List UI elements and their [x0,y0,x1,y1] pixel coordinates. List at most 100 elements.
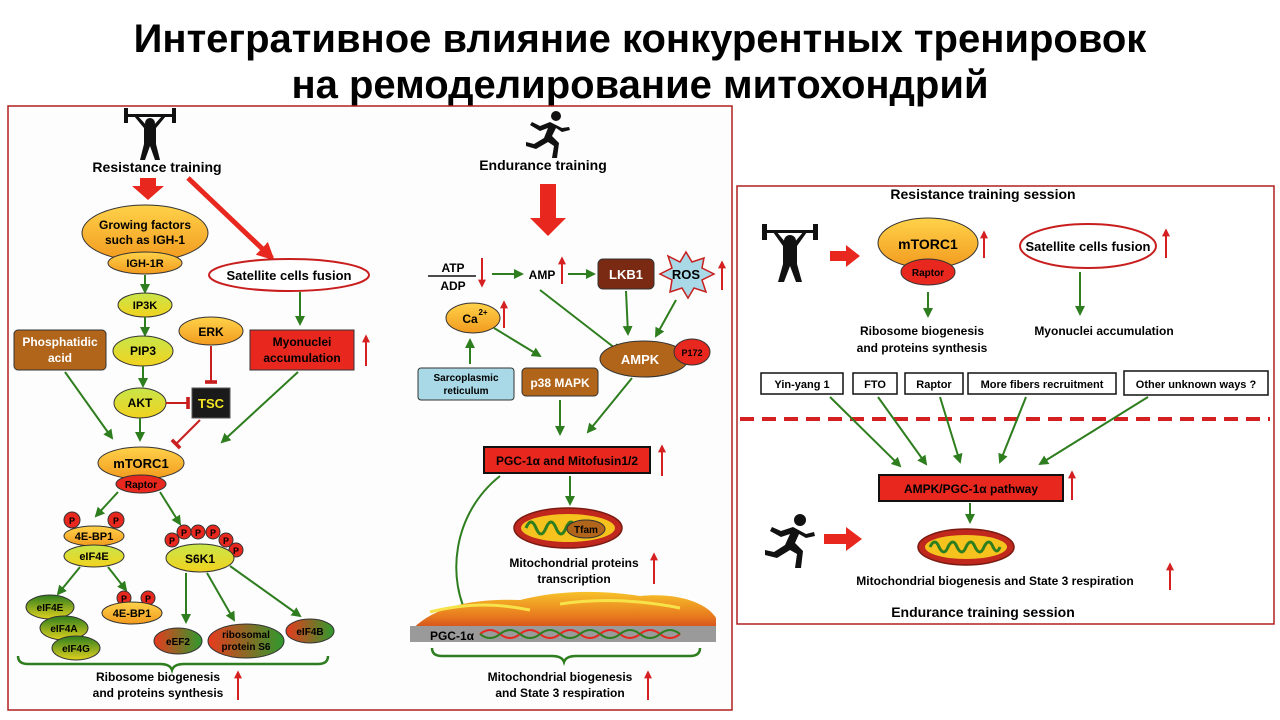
phospho-dot [218,532,234,548]
tsc-label: TSC [198,396,225,411]
arrow-lkb1-ampk [622,290,633,336]
lkb1-label: LKB1 [609,267,643,282]
arrow-amp-ampk [539,289,622,354]
ribosome-outcome-line2: and proteins synthesis [93,686,224,700]
red-arrow-resistance [132,178,164,200]
akt-label: AKT [128,396,153,410]
mtorc1-label-right: mTORC1 [898,236,958,252]
tsc-node [191,387,231,419]
arrow-mtorc1-s6k1 [159,491,182,526]
mito-transcription-line2: transcription [537,572,610,586]
factor-yin-yang: Yin-yang 1 [774,379,829,391]
resistance-training-label: Resistance training [92,159,221,175]
phospho-label: P [145,594,151,604]
eif4e-label: eIF4E [37,603,64,614]
bracket-resistance [16,655,330,674]
red-arrow-to-satellite [186,176,275,261]
4ebp1-free-label: 4E-BP1 [113,608,152,620]
ribosomal-s6-node [207,623,285,659]
weightlifter-icon [124,108,176,160]
factor-box-raptor [904,372,964,395]
factor-other: Other unknown ways ? [1136,379,1257,391]
p172-node [673,338,711,366]
arrow-ampk-pgc [586,377,633,434]
p172-label: P172 [681,348,702,358]
eif4a-label: eIF4A [50,624,77,635]
lkb1-node [597,258,655,290]
endurance-training-label: Endurance training [479,157,607,173]
ampk-pathway-label: AMPK/PGC-1α pathway [904,482,1038,496]
factor-box-yin-yang [760,372,844,395]
arrow-ros-ampk [655,299,677,338]
tfam-node [566,519,606,539]
satellite-label: Satellite cells fusion [227,268,352,283]
mito-outcome-line2: and State 3 respiration [495,686,624,700]
phospho-label: P [169,536,175,546]
ampk-pathway-box [878,474,1064,502]
phospho-dot [205,524,221,540]
factor-more-fibers: More fibers recruitment [981,379,1104,391]
satellite-cells-node [208,258,370,292]
arrow-fibers-ampk [998,396,1027,464]
p38-mapk-node [521,367,599,397]
arrow-raptor-ampk [939,396,963,464]
pgc-dna-label: PGC-1α [430,629,475,643]
myonuclei-node [249,329,355,371]
eef2-node [153,627,203,655]
4ebp1-bound-label: 4E-BP1 [75,531,114,543]
calcium-superscript: 2+ [478,308,487,317]
eef2-label: eEF2 [166,637,190,648]
pip3-label: PIP3 [130,344,156,358]
s6k1-label: S6K1 [185,552,215,566]
adp-label: ADP [440,279,465,293]
myonuclei-line2: accumulation [263,351,340,365]
eif4g-node [51,635,101,661]
arrow-calcium-p38 [493,327,542,358]
red-arrow-endurance-session [824,527,862,551]
title-line-2: на ремоделирование митохондрий [291,63,989,107]
raptor-label: Raptor [125,480,157,491]
p38-label: p38 MAPK [530,376,590,390]
endurance-session-title: Endurance training session [891,604,1075,620]
arrow-myonuclei-mtorc1 [220,371,299,444]
phospho-dot [107,511,125,529]
ip3k-label: IP3K [133,300,158,312]
eif4b-label: eIF4B [296,627,323,638]
myonuclei-line1: Myonuclei [273,335,332,349]
sarcoplasmic-line2: reticulum [443,386,488,397]
ribosomal-line2: protein S6 [222,642,271,653]
weightlifter-icon [762,224,818,282]
resistance-session-title: Resistance training session [890,186,1075,202]
s6k1-node [165,543,235,573]
arrow-phosphatidic-mtorc1 [64,371,114,440]
arrow-other-ampk [1038,396,1149,466]
runner-icon [526,111,570,158]
growing-factors-line1: Growing factors [99,218,191,232]
factor-box-other [1123,370,1269,396]
sarcoplasmic-line1: Sarcoplasmic [433,373,498,384]
factor-box-more-fibers [967,372,1117,395]
arrow-to-4ebp1 [107,566,128,592]
phospho-label: P [210,528,216,538]
atp-label: ATP [441,261,464,275]
phospho-label: P [233,546,239,556]
red-arrow-endurance [530,184,566,236]
ribosomal-line1: ribosomal [222,630,270,641]
phospho-label: P [113,516,119,526]
sarcoplasmic-reticulum-node [417,367,515,401]
phosphatidic-line1: Phosphatidic [22,335,98,349]
phospho-label: P [69,516,75,526]
phospho-dot [164,532,180,548]
eif4g-label: eIF4G [62,644,90,655]
eif4e-bound-label: eIF4E [79,551,108,563]
4ebp1-free-node [101,601,163,625]
right-panel-border [736,185,1275,625]
ros-label: ROS [672,267,701,282]
raptor-node-right [900,258,956,286]
arrow-to-eif4e [56,566,81,596]
arrow-s6k1-ribosomal [206,572,235,622]
pgc-mitofusin-box [483,446,651,474]
phospho-label: P [181,528,187,538]
red-arrow-resistance-session [830,245,860,267]
